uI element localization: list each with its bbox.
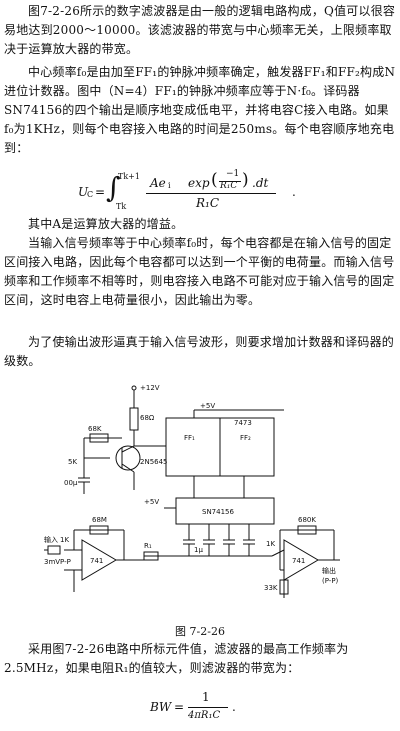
label-r33k: 33K	[264, 584, 278, 592]
label-r68m: 68M	[92, 516, 107, 524]
label-ff1: FF₁	[184, 434, 195, 442]
label-r1k2: 1K	[266, 540, 275, 548]
formula-uc: U C = ∫ Tk+1 Tk Ae i exp ( −1 R₁C ) .dt …	[78, 169, 318, 214]
label-output2: (P-P)	[322, 577, 339, 585]
paragraph-6: 采用图7-2-26电路中所标元件值，滤波器的最高工作频率为2.5MHz，如果电阻…	[4, 642, 349, 675]
integral-sign: ∫	[106, 171, 121, 204]
label-c-k: 5K	[68, 458, 77, 466]
label-r68k: 68K	[88, 425, 102, 433]
label-c1: 1μ	[194, 546, 203, 554]
label-ic74156: SN74156	[202, 508, 234, 516]
formula-uc-upper: Tk+1	[118, 172, 140, 181]
formula-uc-num-a-sub: i	[168, 181, 171, 190]
label-r68: 68Ω	[140, 414, 155, 422]
formula-uc-dt: .dt	[252, 176, 269, 190]
formula-bw: BW = 1 4πR₁C .	[150, 690, 290, 728]
paren-right: )	[242, 170, 249, 190]
label-q1: 2N5645	[140, 458, 168, 466]
paragraph-2: 中心频率f₀是由加至FF₁的钟脉冲频率确定，触发器FF₁和FF₂构成N进位计数器…	[4, 65, 396, 155]
formula-uc-den: R₁C	[196, 196, 220, 210]
circuit-diagram: +12V 68Ω 68K 2N5645 00μ 5K +5V FF₁ FF₂ 7…	[44, 380, 344, 619]
label-ic7473: 7473	[234, 419, 252, 427]
figure-caption: 图 7-2-26	[175, 625, 225, 638]
formula-uc-num-a: Ae	[150, 176, 166, 190]
bw-fraction-bar	[188, 707, 228, 708]
formula-bw-den: 4πR₁C	[188, 710, 221, 721]
formula-bw-eq: =	[174, 700, 185, 714]
formula-uc-eq: =	[95, 185, 106, 199]
paren-left: (	[211, 170, 218, 190]
label-plus5: +5V	[200, 402, 215, 410]
label-input2: 3mVP-P	[44, 558, 71, 566]
main-fraction-bar	[146, 193, 276, 194]
formula-uc-lhs: U	[78, 185, 89, 199]
label-input: 输入	[44, 535, 58, 544]
formula-uc-lhs-sub: C	[87, 190, 94, 199]
exp-fraction-bar	[219, 181, 241, 182]
formula-uc-tail: .	[292, 185, 296, 199]
label-r1: R₁	[144, 542, 152, 550]
label-plus5b: +5V	[144, 498, 159, 506]
label-v12: +12V	[140, 384, 160, 392]
formula-uc-lower: Tk	[116, 202, 127, 211]
label-op741a: 741	[90, 557, 103, 565]
formula-uc-exp: exp	[188, 176, 210, 190]
label-output: 输出	[322, 566, 336, 575]
label-c00: 00μ	[64, 479, 78, 487]
paragraph-5: 为了使输出波形逼真于输入信号波形，则要求增加计数器和译码器的级数。	[4, 335, 395, 368]
formula-uc-exp-den: R₁C	[220, 181, 238, 191]
formula-bw-lhs: BW	[150, 700, 172, 714]
label-ff2: FF₂	[240, 434, 251, 442]
paragraph-3: 其中A是运算放大器的增益。	[28, 217, 184, 231]
label-op741b: 741	[292, 557, 305, 565]
formula-bw-num: 1	[202, 690, 210, 704]
paragraph-1: 图7-2-26所示的数字滤波器是由一般的逻辑电路构成，Q值可以很容易地达到200…	[4, 4, 396, 56]
formula-uc-exp-num: −1	[226, 169, 240, 179]
label-r680k: 680K	[298, 516, 316, 524]
label-r1k: 1K	[60, 536, 69, 544]
formula-bw-tail: .	[232, 700, 236, 714]
circuit-svg: +12V 68Ω 68K 2N5645 00μ 5K +5V FF₁ FF₂ 7…	[44, 384, 340, 598]
paragraph-4: 当输入信号频率等于中心频率f₀时，每个电容都是在输入信号的固定区间接入电路，因此…	[4, 236, 395, 307]
